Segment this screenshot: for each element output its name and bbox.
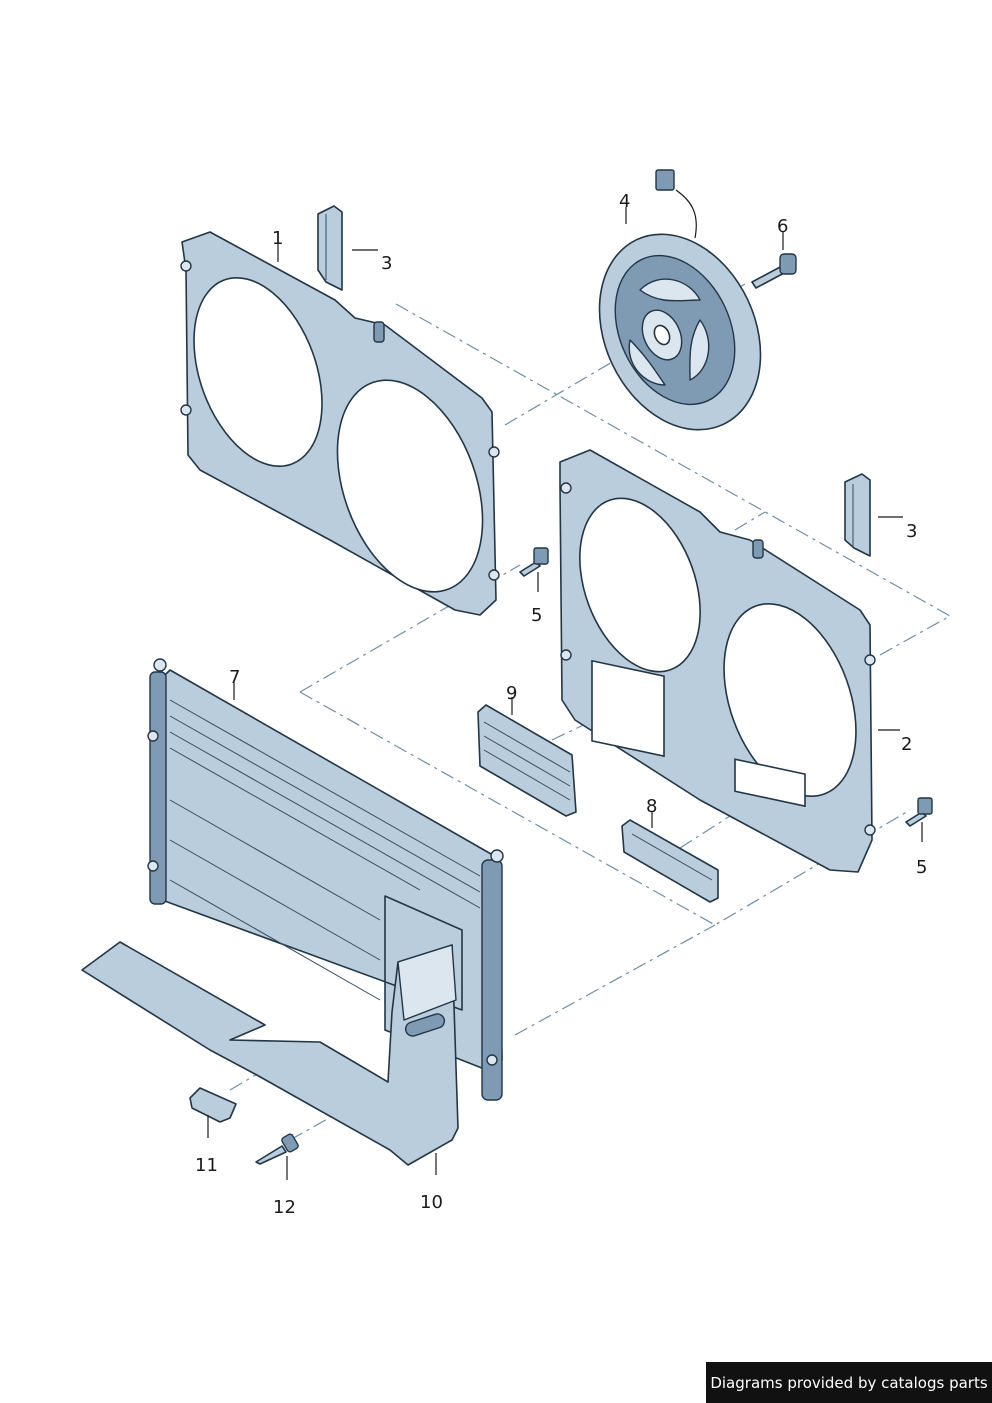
callout-numbers: 1 2 3 3 4 5 5 6 7 8 9 10 11 12 bbox=[195, 191, 927, 1218]
callout-5-lower: 5 bbox=[916, 857, 927, 878]
bolt-lower bbox=[905, 797, 933, 827]
callout-leaders bbox=[207, 207, 923, 1180]
callout-7: 7 bbox=[229, 667, 240, 688]
callout-12: 12 bbox=[273, 1197, 296, 1218]
air-deflector bbox=[81, 941, 459, 1166]
callout-3-upper: 3 bbox=[381, 253, 392, 274]
fan-motor bbox=[598, 169, 762, 431]
callout-2: 2 bbox=[901, 734, 912, 755]
screw bbox=[751, 253, 797, 289]
clip bbox=[189, 1087, 237, 1123]
rivet bbox=[255, 1133, 299, 1165]
callout-4: 4 bbox=[619, 191, 630, 212]
bolt-upper bbox=[519, 547, 549, 577]
callout-3-lower: 3 bbox=[906, 521, 917, 542]
seal-strip-lower bbox=[844, 473, 871, 557]
fan-shroud-lower bbox=[559, 449, 876, 873]
grille-small bbox=[621, 819, 719, 903]
callout-6: 6 bbox=[777, 216, 788, 237]
radiator-fins bbox=[169, 699, 481, 1001]
grille-louvre bbox=[477, 704, 577, 817]
callout-9: 9 bbox=[506, 683, 517, 704]
credit-banner: Diagrams provided by catalogs parts bbox=[706, 1362, 992, 1403]
callout-10: 10 bbox=[420, 1192, 443, 1213]
seal-strip-upper bbox=[317, 205, 343, 291]
callout-8: 8 bbox=[646, 796, 657, 817]
callout-5-upper: 5 bbox=[531, 605, 542, 626]
fan-shroud-upper bbox=[180, 231, 500, 616]
callout-1: 1 bbox=[272, 228, 283, 249]
callout-11: 11 bbox=[195, 1155, 218, 1176]
